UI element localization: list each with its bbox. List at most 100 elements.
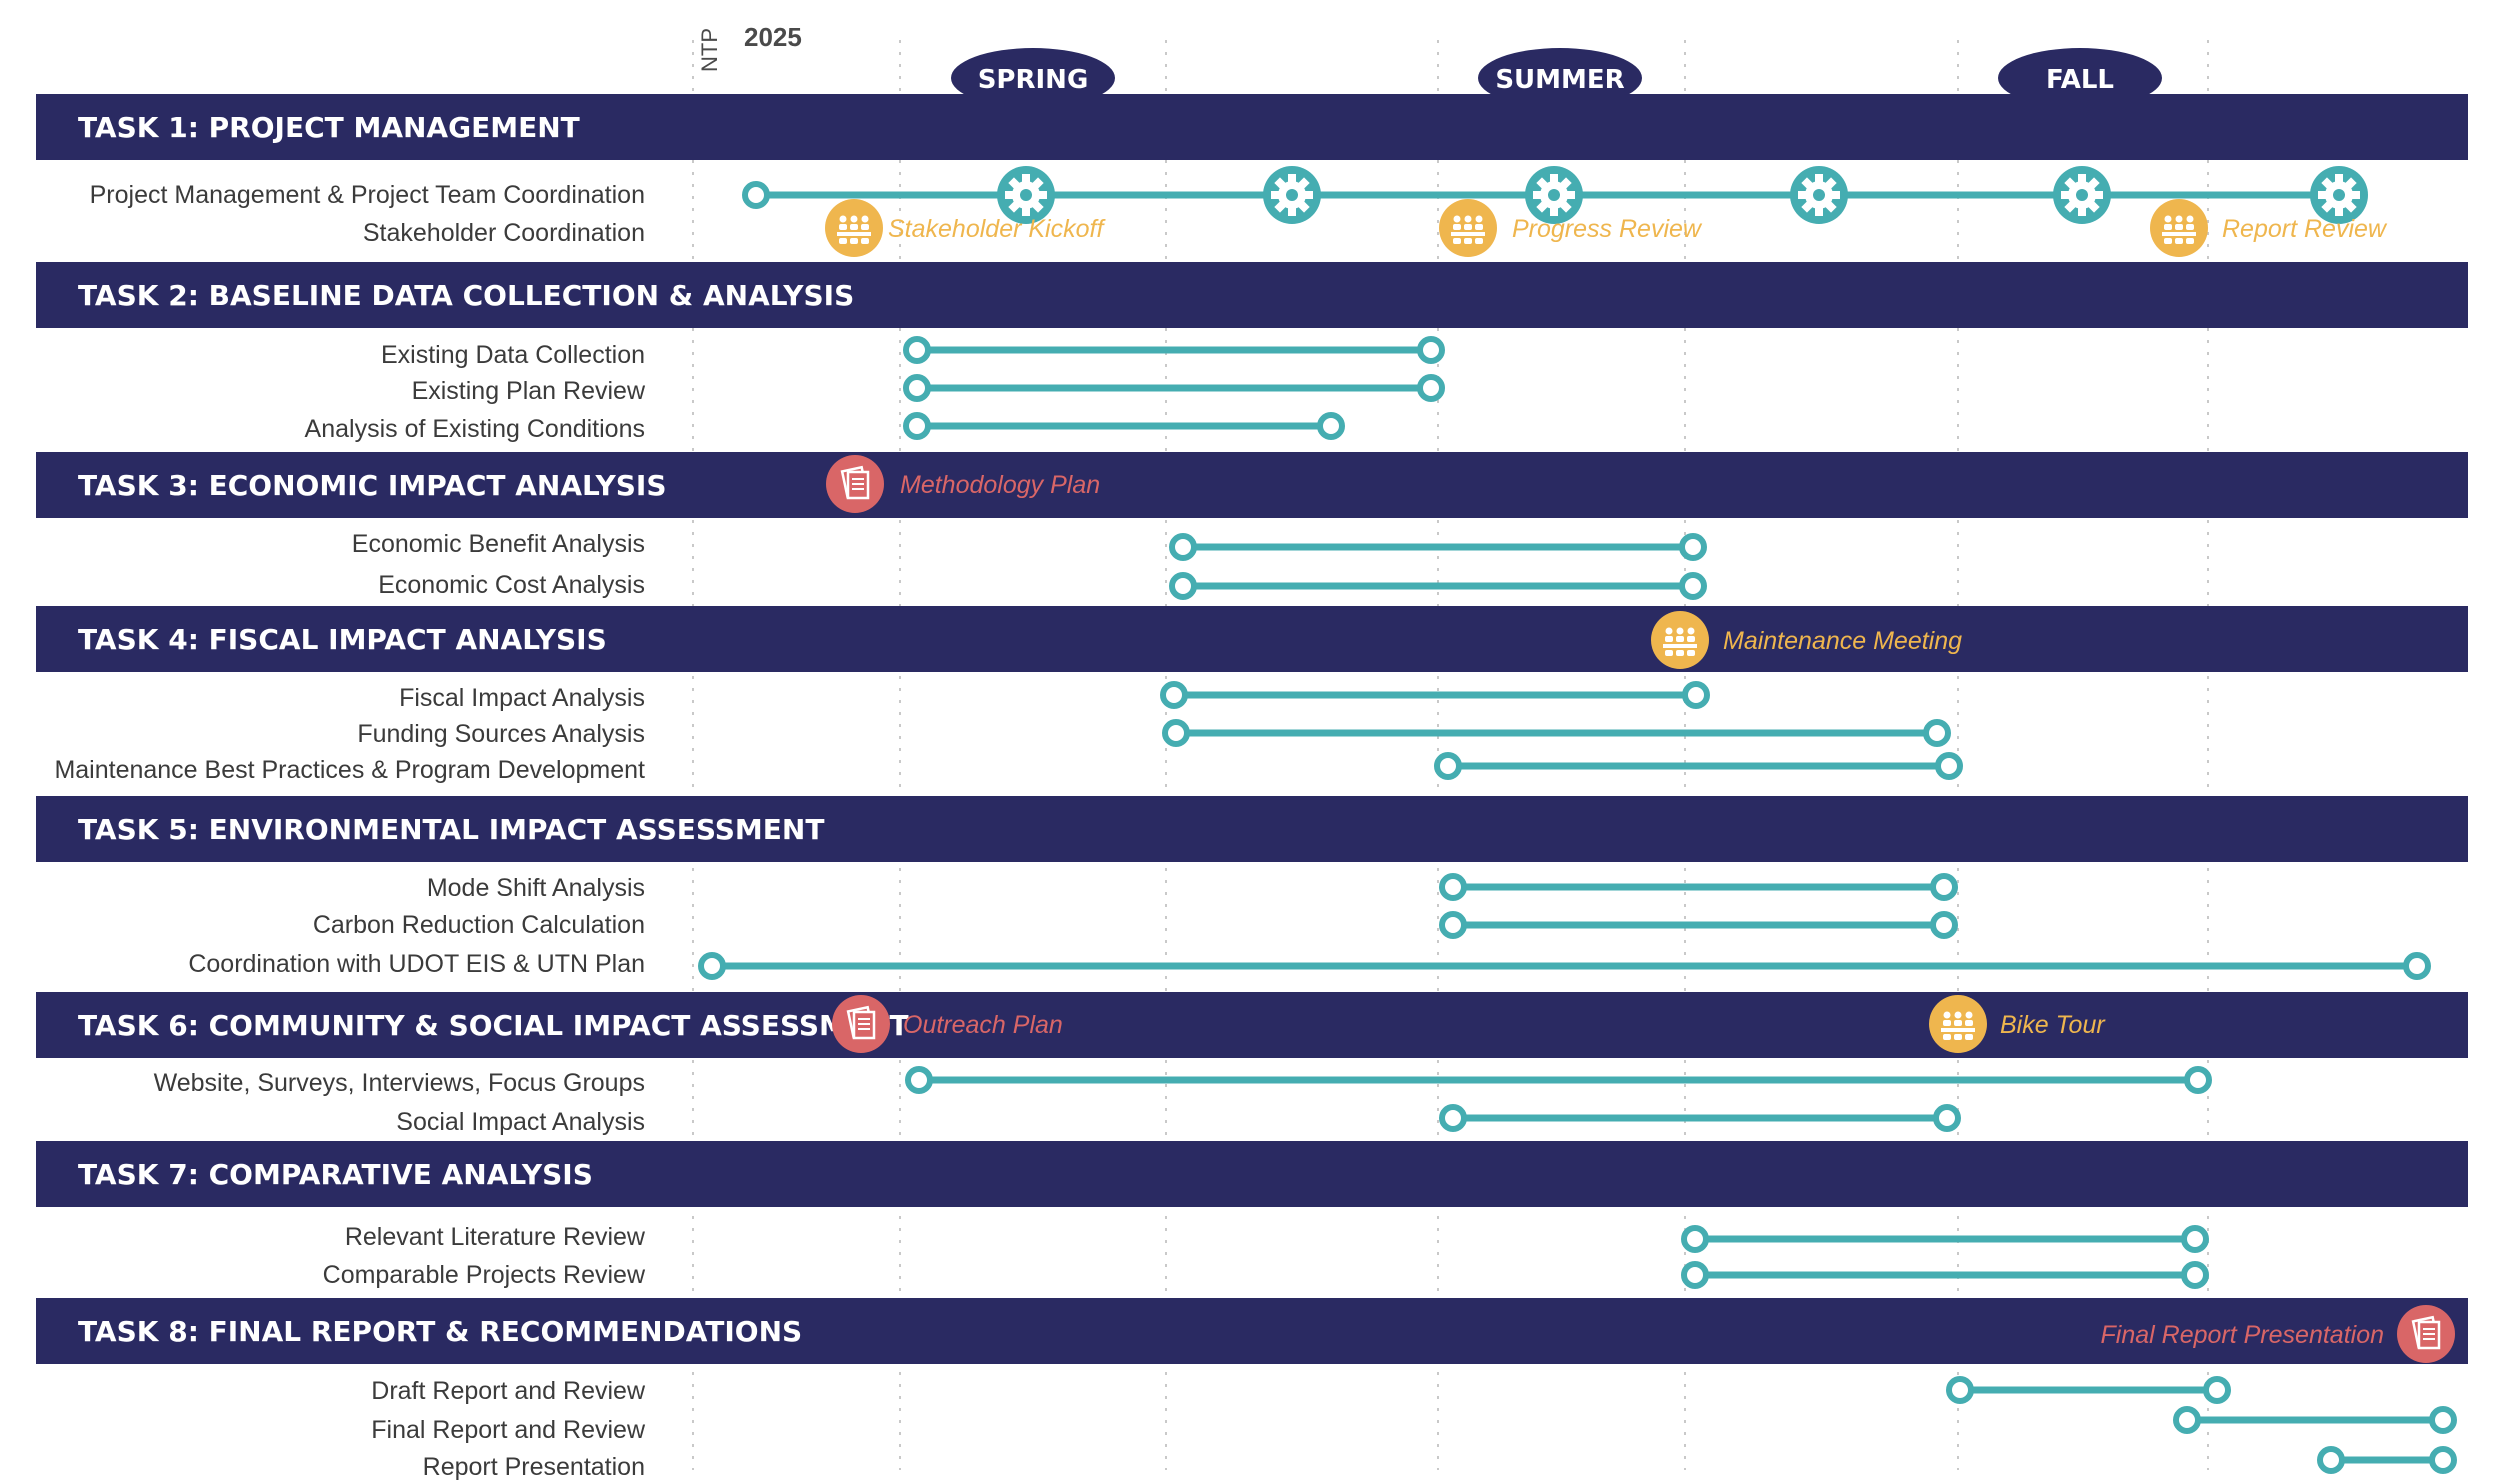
- schedule-bars: [698, 166, 2457, 1474]
- task-title: TASK 2: BASELINE DATA COLLECTION & ANALY…: [78, 279, 854, 312]
- gear-icon: [2053, 166, 2111, 224]
- task-header-band: [36, 606, 2468, 672]
- row-label: Project Management & Project Team Coordi…: [90, 181, 645, 209]
- task-title: TASK 4: FISCAL IMPACT ANALYSIS: [78, 623, 607, 656]
- bar-end-dot: [1933, 1104, 1961, 1132]
- task-6: TASK 6: COMMUNITY & SOCIAL IMPACT ASSESS…: [36, 992, 2468, 1136]
- bar-end-dot: [1930, 911, 1958, 939]
- bar-end-dot: [1317, 412, 1345, 440]
- row-label: Existing Plan Review: [412, 377, 646, 405]
- task-2: TASK 2: BASELINE DATA COLLECTION & ANALY…: [36, 262, 2468, 443]
- task-header-band: [36, 452, 2468, 518]
- bar-coordination-udot-eis: [698, 952, 2431, 980]
- bar-start-dot: [1162, 719, 1190, 747]
- gear-icon: [2310, 166, 2368, 224]
- document-icon: [2397, 1305, 2455, 1363]
- bar-start-dot: [1946, 1376, 1974, 1404]
- group-meeting-icon: [1651, 611, 1709, 669]
- task-1: TASK 1: PROJECT MANAGEMENT Project Manage…: [36, 94, 2468, 247]
- task-header-band: [36, 796, 2468, 862]
- bar-start-dot: [1439, 911, 1467, 939]
- bar-start-dot: [698, 952, 726, 980]
- bar-analysis-of-existing-conditions: [903, 412, 1345, 440]
- season-fall: FALL: [1998, 48, 2162, 108]
- season-spring: SPRING: [951, 48, 1115, 108]
- bar-start-dot: [2173, 1406, 2201, 1434]
- bar-final-report-and-review: [2173, 1406, 2457, 1434]
- season-pill: [951, 48, 1115, 108]
- task-title: TASK 7: COMPARATIVE ANALYSIS: [78, 1158, 593, 1191]
- bar-end-dot: [1682, 681, 1710, 709]
- milestone-progress-review: Progress Review: [1439, 199, 1703, 257]
- document-icon: [826, 455, 884, 513]
- task-header-band: [36, 262, 2468, 328]
- bar-start-dot: [1681, 1261, 1709, 1289]
- bar-end-dot: [1679, 533, 1707, 561]
- season-label: FALL: [2046, 65, 2114, 95]
- row-label: Coordination with UDOT EIS & UTN Plan: [188, 950, 645, 978]
- row-label: Mode Shift Analysis: [427, 874, 645, 902]
- group-meeting-icon: [825, 199, 883, 257]
- milestone-label: Final Report Presentation: [2101, 1321, 2384, 1349]
- task-4: TASK 4: FISCAL IMPACT ANALYSIS Fiscal Imp…: [36, 606, 2468, 784]
- ntp-label: NTP: [697, 28, 722, 72]
- row-label: Draft Report and Review: [371, 1377, 646, 1405]
- milestone-label: Stakeholder Kickoff: [888, 215, 1106, 243]
- row-label: Final Report and Review: [371, 1416, 646, 1444]
- row-label: Comparable Projects Review: [323, 1261, 646, 1289]
- year-label: 2025: [744, 22, 802, 52]
- row-label: Maintenance Best Practices & Program Dev…: [54, 756, 645, 784]
- bar-start-dot: [1439, 1104, 1467, 1132]
- bar-website-surveys: [905, 1066, 2212, 1094]
- bar-end-dot: [1923, 719, 1951, 747]
- task-header-band: [36, 1298, 2468, 1364]
- bar-end-dot: [2403, 952, 2431, 980]
- bar-start-dot: [1169, 572, 1197, 600]
- season-pill: [1478, 48, 1642, 108]
- group-meeting-icon: [1439, 199, 1497, 257]
- bar-existing-plan-review: [903, 374, 1445, 402]
- task-8: TASK 8: FINAL REPORT & RECOMMENDATIONS Dr…: [36, 1298, 2468, 1481]
- timeline-header: NTP 2025 SPRING SUMMER FALL: [697, 22, 2162, 108]
- task-5: TASK 5: ENVIRONMENTAL IMPACT ASSESSMENTM…: [36, 796, 2468, 978]
- milestone-outreach-plan: Outreach Plan: [832, 995, 1063, 1053]
- milestone-report-review: Report Review: [2150, 199, 2388, 257]
- season-summer: SUMMER: [1478, 48, 1642, 108]
- bar-start-dot: [1439, 873, 1467, 901]
- bar-end-dot: [2203, 1376, 2231, 1404]
- gear-icon: [997, 166, 1055, 224]
- milestone-label: Methodology Plan: [900, 471, 1100, 499]
- task-header-band: [36, 1141, 2468, 1207]
- row-label: Funding Sources Analysis: [357, 720, 645, 748]
- row-label: Social Impact Analysis: [396, 1108, 645, 1136]
- row-label: Stakeholder Coordination: [363, 219, 645, 247]
- bar-start-dot: [903, 336, 931, 364]
- task-header-band: [36, 94, 2468, 160]
- bar-start-dot: [1434, 752, 1462, 780]
- bar-draft-report-and-review: [1946, 1376, 2231, 1404]
- task-title: TASK 8: FINAL REPORT & RECOMMENDATIONS: [78, 1315, 802, 1348]
- bar-mode-shift-analysis: [1439, 873, 1958, 901]
- season-label: SUMMER: [1495, 65, 1624, 95]
- milestone-final-report-presentation: Final Report Presentation: [2101, 1305, 2455, 1363]
- bar-end-dot: [2181, 1261, 2209, 1289]
- task-title: TASK 1: PROJECT MANAGEMENT: [78, 111, 580, 144]
- bar-comparable-projects-review: [1681, 1261, 2209, 1289]
- row-label: Analysis of Existing Conditions: [305, 415, 645, 443]
- milestone-bike-tour: Bike Tour: [1929, 995, 2106, 1053]
- row-label: Report Presentation: [423, 1453, 645, 1481]
- row-label: Fiscal Impact Analysis: [399, 684, 645, 712]
- group-meeting-icon: [2150, 199, 2208, 257]
- task-3: TASK 3: ECONOMIC IMPACT ANALYSISEconomic…: [36, 452, 2468, 599]
- bar-end-dot: [2429, 1446, 2457, 1474]
- bar-report-presentation: [2317, 1446, 2457, 1474]
- bar-start-dot: [1681, 1225, 1709, 1253]
- milestone-stakeholder-kickoff: Stakeholder Kickoff: [825, 199, 1106, 257]
- season-label: SPRING: [978, 65, 1089, 95]
- bar-project-management: [742, 166, 2368, 224]
- milestone-label: Maintenance Meeting: [1723, 627, 1962, 655]
- bar-end-dot: [1679, 572, 1707, 600]
- bar-start-dot: [905, 1066, 933, 1094]
